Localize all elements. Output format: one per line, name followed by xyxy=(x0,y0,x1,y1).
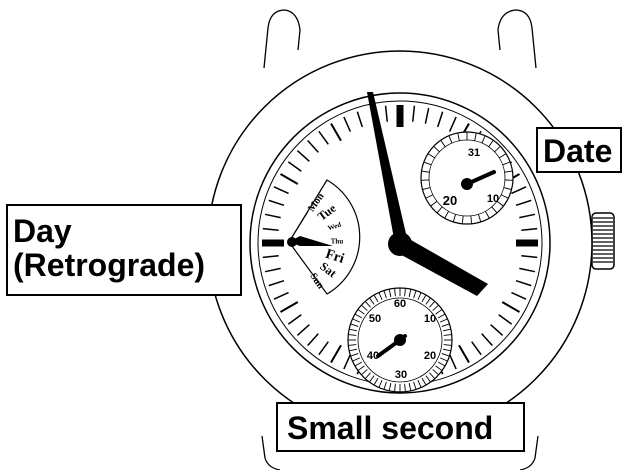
small-second-label-text: Small second xyxy=(287,410,493,446)
top-lug-right xyxy=(498,10,536,68)
day-label-line2: (Retrograde) xyxy=(13,249,240,283)
date-numeral-31: 31 xyxy=(468,147,480,159)
small-second-numeral-10: 10 xyxy=(424,313,436,325)
small-second-callout: Small second xyxy=(276,402,525,452)
date-subdial: 31 10 20 xyxy=(421,132,513,224)
date-label-text: Date xyxy=(543,133,612,169)
day-retrograde-callout: Day (Retrograde) xyxy=(6,204,242,296)
small-second-numeral-30: 30 xyxy=(395,369,407,381)
small-second-numeral-60: 60 xyxy=(394,298,406,310)
small-second-numeral-50: 50 xyxy=(369,313,381,325)
day-label-line1: Day xyxy=(13,215,240,249)
date-numeral-20: 20 xyxy=(443,193,457,208)
date-callout: Date xyxy=(536,127,622,173)
top-lug-left xyxy=(264,10,300,68)
date-numeral-10: 10 xyxy=(487,193,499,205)
small-second-numeral-20: 20 xyxy=(424,350,436,362)
small-second-subdial: 60 10 20 30 40 50 xyxy=(348,288,452,392)
center-pinion xyxy=(388,232,412,256)
day-label-thu: Thu xyxy=(331,238,344,246)
